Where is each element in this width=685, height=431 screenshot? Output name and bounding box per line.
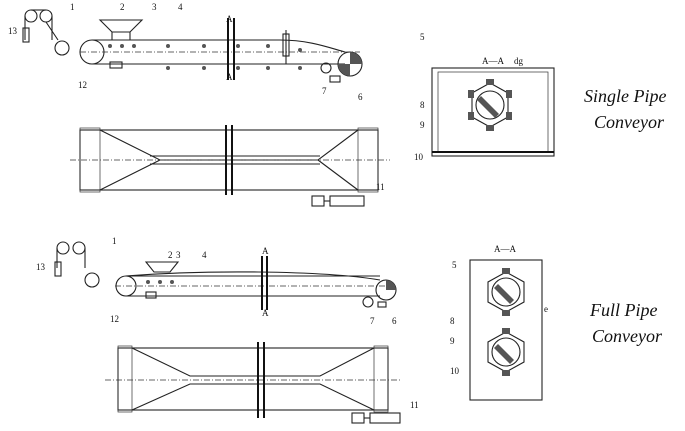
section-title-top: A—A — [482, 56, 504, 66]
full-pipe-top-view — [105, 342, 401, 424]
label-8: 8 — [420, 100, 425, 110]
label-6-b: 6 — [392, 316, 397, 326]
label-2: 2 — [120, 2, 125, 12]
label-6: 6 — [358, 92, 363, 102]
label-1: 1 — [70, 2, 75, 12]
section-marker-top-1: A — [226, 14, 233, 24]
label-9-b: 9 — [450, 336, 455, 346]
caption-full: Full Pipe Conveyor — [589, 300, 663, 346]
label-7: 7 — [322, 86, 327, 96]
label-5: 5 — [420, 32, 425, 42]
label-3: 3 — [152, 2, 157, 12]
label-2-b: 2 — [168, 250, 173, 260]
label-13-b: 13 — [36, 262, 46, 272]
label-7-b: 7 — [370, 316, 375, 326]
caption-single-line2: Conveyor — [594, 112, 665, 132]
top-section-labels: A—A dg 5 8 9 10 — [414, 32, 524, 162]
label-4-b: 4 — [202, 250, 207, 260]
caption-full-line1: Full Pipe — [589, 300, 657, 320]
label-5-b: 5 — [452, 260, 457, 270]
single-pipe-top-view — [70, 125, 390, 207]
dimension-dg: dg — [514, 56, 524, 66]
dimension-e: e — [544, 304, 548, 314]
label-10-b: 10 — [450, 366, 460, 376]
caption-full-line2: Conveyor — [592, 326, 663, 346]
label-10: 10 — [414, 152, 424, 162]
top-labels: 13 1 2 3 4 12 7 6 11 A A — [8, 2, 385, 192]
section-marker-top-2: A — [226, 72, 233, 82]
bottom-section-labels: A—A e 5 8 9 10 — [450, 244, 548, 376]
caption-single-line1: Single Pipe — [584, 86, 666, 106]
single-pipe-section-view — [431, 67, 555, 157]
label-4: 4 — [178, 2, 183, 12]
label-1-b: 1 — [112, 236, 117, 246]
single-pipe-side-view — [22, 9, 363, 83]
full-pipe-side-view — [54, 241, 397, 310]
label-8-b: 8 — [450, 316, 455, 326]
section-marker-bottom-1: A — [262, 246, 269, 256]
full-pipe-section-view — [469, 259, 543, 401]
label-9: 9 — [420, 120, 425, 130]
label-13: 13 — [8, 26, 18, 36]
label-11: 11 — [376, 182, 385, 192]
label-11-b: 11 — [410, 400, 419, 410]
section-title-bottom: A—A — [494, 244, 516, 254]
bottom-labels: 13 1 2 3 4 12 7 6 11 A A — [36, 236, 419, 410]
label-3-b: 3 — [176, 250, 181, 260]
caption-single: Single Pipe Conveyor — [584, 86, 666, 132]
section-marker-bottom-2: A — [262, 308, 269, 318]
label-12-b: 12 — [110, 314, 119, 324]
label-12: 12 — [78, 80, 87, 90]
